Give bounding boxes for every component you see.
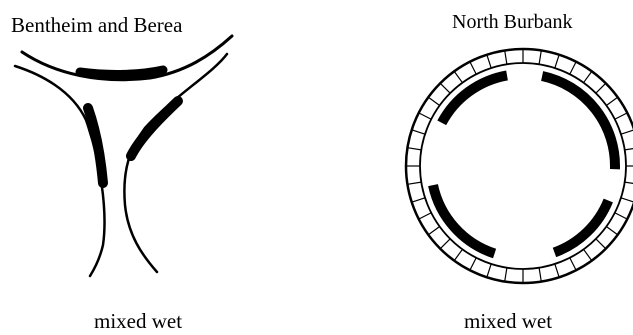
oil-wet-film-arc	[554, 200, 608, 252]
hatch-mark	[419, 113, 431, 119]
right-panel-caption: mixed wet	[464, 311, 552, 332]
hatch-mark	[621, 130, 633, 134]
left-pore-wall	[15, 66, 104, 276]
hatch-mark	[412, 198, 425, 202]
hatch-mark	[615, 113, 627, 119]
hatch-mark	[625, 182, 633, 184]
hatch-mark	[428, 227, 439, 235]
hatch-mark	[470, 62, 476, 74]
hatch-mark	[615, 213, 627, 219]
right-panel-title: North Burbank	[452, 12, 573, 32]
oil-wet-film-arc	[542, 76, 615, 169]
hatch-mark	[570, 62, 576, 74]
oil-wet-film-right	[131, 101, 178, 156]
hatch-mark	[621, 198, 633, 202]
hatch-mark	[625, 148, 633, 150]
hatch-mark	[487, 264, 491, 277]
hatch-mark	[539, 50, 541, 64]
hatch-mark	[470, 258, 476, 270]
hatch-mark	[505, 50, 507, 64]
right-pore-diagram	[406, 49, 633, 283]
left-panel-title: Bentheim and Berea	[11, 15, 182, 36]
hatch-mark	[407, 182, 421, 184]
hatch-mark	[596, 83, 606, 93]
hatch-mark	[505, 268, 507, 282]
oil-wet-film-arc	[433, 185, 495, 253]
outer-ring	[406, 49, 633, 283]
hatch-mark	[606, 97, 617, 105]
hatch-mark	[487, 55, 491, 68]
left-pore-diagram	[15, 36, 232, 276]
hatch-mark	[440, 83, 450, 93]
oil-wet-film-segments	[433, 75, 615, 253]
hatch-mark	[419, 213, 431, 219]
hatch-mark	[584, 249, 592, 260]
hatch-mark	[555, 55, 559, 68]
hatch-mark	[407, 148, 421, 150]
left-panel-caption: mixed wet	[94, 311, 182, 332]
hatch-mark	[454, 249, 462, 260]
hatch-mark	[428, 97, 439, 105]
hatch-mark	[555, 264, 559, 277]
hatch-mark	[539, 268, 541, 282]
hatch-mark	[412, 130, 425, 134]
right-pore-wall	[124, 54, 227, 272]
oil-wet-film-top	[80, 70, 163, 74]
hatch-mark	[440, 239, 450, 249]
hatch-mark	[454, 71, 462, 82]
oil-wet-film-left	[88, 108, 103, 183]
hatch-mark	[584, 71, 592, 82]
hatch-mark	[606, 227, 617, 235]
oil-wet-film-arc	[442, 75, 507, 122]
inner-ring	[420, 63, 626, 269]
hatch-mark	[570, 258, 576, 270]
hatch-mark	[596, 239, 606, 249]
